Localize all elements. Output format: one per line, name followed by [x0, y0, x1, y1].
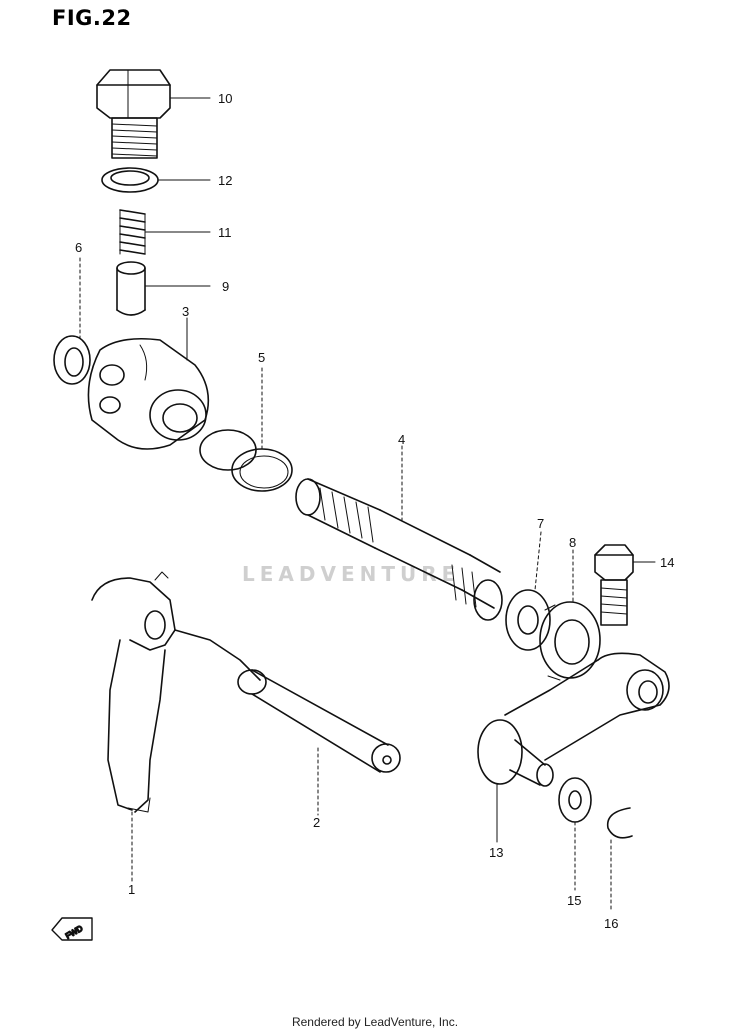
part-11-spring	[119, 209, 146, 255]
fwd-arrow-icon	[51, 917, 93, 941]
watermark: LEADVENTURE	[242, 562, 461, 586]
callout-9: 9	[222, 279, 229, 294]
callout-2: 2	[313, 815, 320, 830]
fwd-label: FWD	[64, 924, 84, 941]
part-4-shift-shaft	[295, 478, 503, 621]
callout-10: 10	[218, 91, 232, 106]
callout-15: 15	[567, 893, 581, 908]
part-7-washer	[505, 589, 551, 651]
callout-4: 4	[398, 432, 405, 447]
part-1-shift-fork	[91, 571, 261, 813]
part-3-shift-drum	[87, 337, 210, 450]
part-12-washer	[101, 167, 159, 193]
part-5-circlips	[199, 429, 293, 492]
leader-lines	[79, 97, 656, 913]
part-16-eclip	[606, 807, 633, 839]
callout-12: 12	[218, 173, 232, 188]
callout-13: 13	[489, 845, 503, 860]
callout-5: 5	[258, 350, 265, 365]
callout-16: 16	[604, 916, 618, 931]
part-6-ring	[53, 335, 91, 385]
callout-11: 11	[218, 225, 232, 240]
callout-1: 1	[128, 882, 135, 897]
part-13-shift-arm	[477, 652, 670, 787]
callout-labels: 10 12 11 9 6 3 5 4 7 8 14 2 13 15 16 1	[75, 91, 674, 931]
callout-8: 8	[569, 535, 576, 550]
callout-3: 3	[182, 304, 189, 319]
part-8-seal	[539, 601, 601, 681]
part-2-rod	[237, 669, 401, 773]
figure-title: FIG.22	[52, 6, 132, 30]
part-14-bolt	[594, 544, 634, 626]
callout-6: 6	[75, 240, 82, 255]
callout-7: 7	[537, 516, 544, 531]
footer-credit: Rendered by LeadVenture, Inc.	[291, 1015, 459, 1029]
part-10-hex-bolt	[96, 69, 171, 159]
callout-14: 14	[660, 555, 674, 570]
part-9-plunger	[116, 261, 146, 316]
part-15-washer	[558, 777, 592, 823]
